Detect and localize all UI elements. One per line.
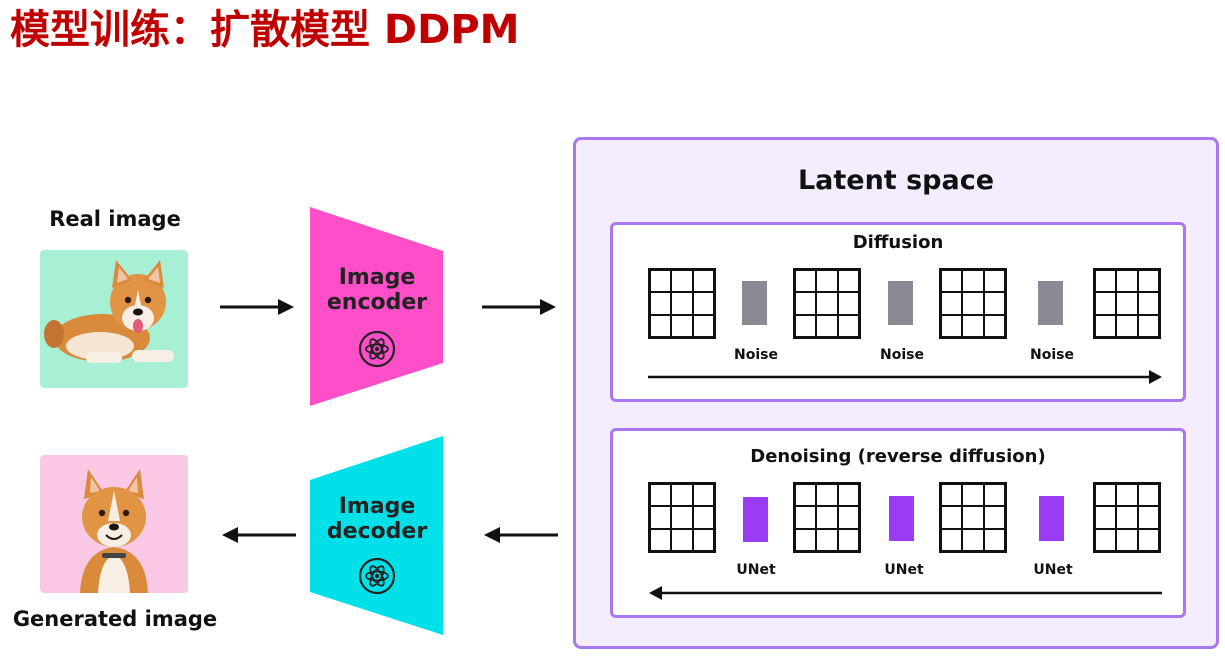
unet-block-1	[743, 497, 768, 542]
corgi-lying-illustration	[44, 260, 174, 363]
noise-label-3: Noise	[1030, 347, 1074, 363]
noise-block-3	[1038, 281, 1063, 325]
noise-block-2	[888, 281, 913, 325]
arrow-decoder-to-generated	[222, 527, 296, 543]
denoising-direction-arrow	[649, 586, 1162, 600]
noise-block-1	[742, 281, 767, 325]
image-encoder-shape	[310, 207, 443, 406]
real-image-photo	[40, 250, 188, 388]
diffusion-grid-4	[1093, 268, 1161, 339]
unet-label-3: UNet	[1033, 562, 1073, 578]
generated-image-label: Generated image	[12, 607, 218, 631]
image-decoder-shape	[310, 436, 443, 635]
unet-block-3	[1039, 496, 1064, 541]
diffusion-direction-arrow	[648, 370, 1162, 384]
slide-title: 模型训练：扩散模型 DDPM	[10, 7, 520, 53]
corgi-sitting-illustration	[80, 469, 148, 593]
denoising-title: Denoising (reverse diffusion)	[750, 446, 1046, 467]
denoising-grid-4	[1093, 482, 1161, 553]
image-encoder-line2: encoder	[326, 290, 428, 315]
arrow-latent-to-decoder	[484, 527, 558, 543]
denoising-grid-1	[648, 482, 716, 553]
image-decoder-line2: decoder	[326, 519, 428, 544]
arrow-encoder-to-latent	[482, 299, 556, 315]
image-decoder-line1: Image	[338, 494, 416, 519]
noise-label-1: Noise	[734, 347, 778, 363]
generated-image-photo	[40, 455, 188, 593]
image-encoder-line1: Image	[338, 265, 416, 290]
unet-label-1: UNet	[736, 562, 776, 578]
diffusion-title: Diffusion	[852, 232, 944, 253]
atom-icon	[358, 557, 396, 595]
atom-icon	[358, 330, 396, 368]
real-image-label: Real image	[49, 207, 181, 231]
diffusion-grid-1	[648, 268, 716, 339]
diffusion-grid-2	[793, 268, 861, 339]
diffusion-grid-3	[939, 268, 1007, 339]
denoising-grid-2	[793, 482, 861, 553]
latent-space-title: Latent space	[797, 165, 995, 196]
denoising-grid-3	[939, 482, 1007, 553]
arrow-real-to-encoder	[220, 299, 294, 315]
image-encoder-label: Image encoder	[311, 265, 443, 315]
image-decoder-label: Image decoder	[311, 494, 443, 544]
noise-label-2: Noise	[880, 347, 924, 363]
unet-block-2	[889, 496, 914, 541]
unet-label-2: UNet	[884, 562, 924, 578]
